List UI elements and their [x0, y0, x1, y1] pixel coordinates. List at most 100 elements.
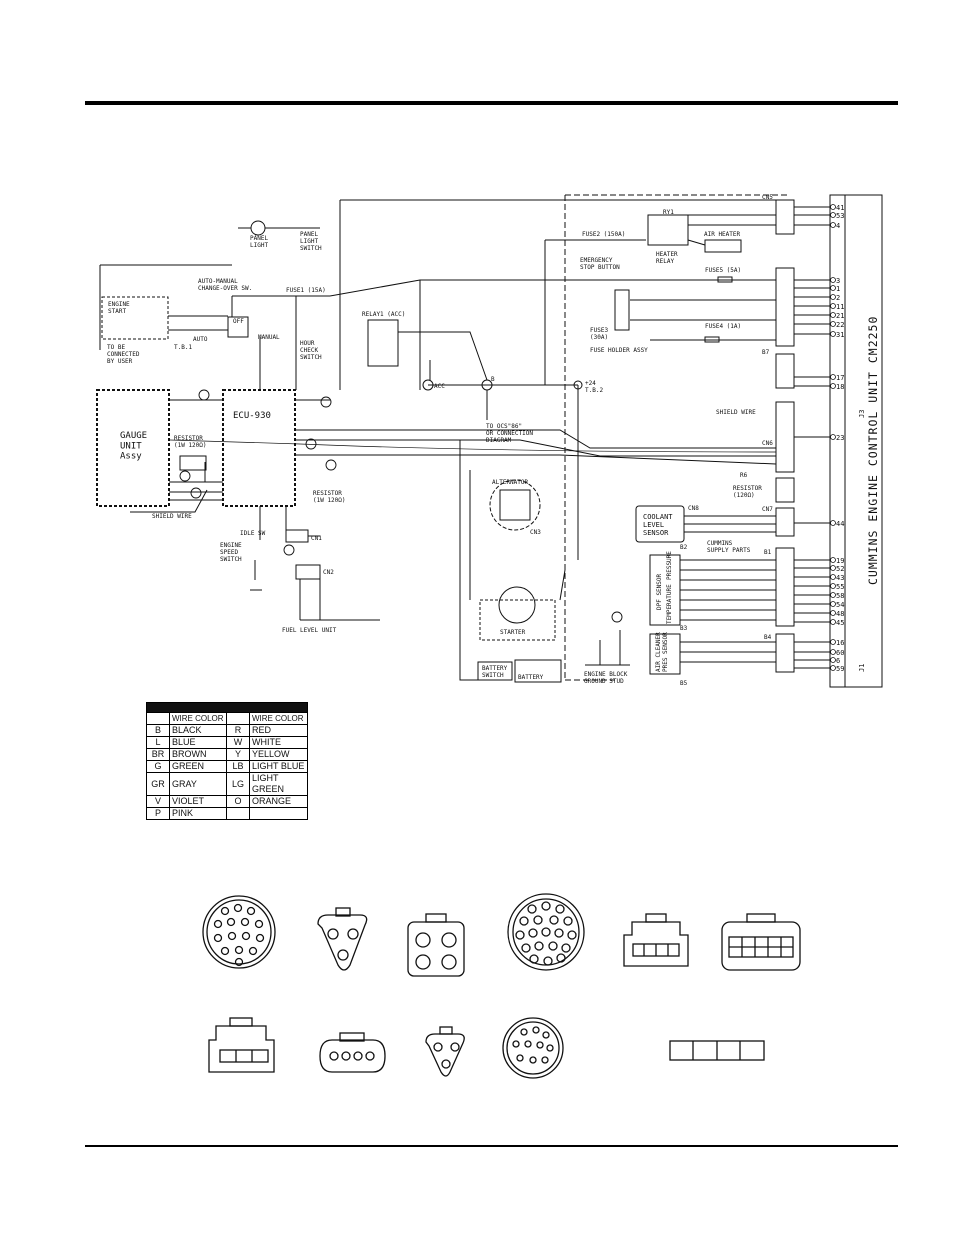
legend-color-name: BLUE — [169, 736, 227, 749]
connector-strip-4 — [669, 1040, 765, 1061]
pin-label: 3 — [836, 277, 840, 285]
fuse-holder-box — [614, 289, 630, 331]
connector-triangle-3 — [317, 907, 368, 971]
legend-color-name: RED — [249, 724, 308, 737]
b7-block — [775, 353, 795, 389]
air-cleaner-box — [649, 633, 681, 675]
top-rule — [85, 101, 898, 105]
battery-box — [514, 659, 562, 683]
label-shield-wire2: SHIELD WIRE — [716, 409, 756, 416]
pin-label: 21 — [836, 312, 844, 320]
legend-code: GR — [146, 772, 170, 796]
label-fuse3: FUSE3(30A) — [590, 327, 608, 341]
label-b5: B5 — [680, 680, 688, 687]
cn2-box — [295, 564, 321, 580]
connector-oval-4 — [319, 1032, 386, 1073]
label-resistor3: RESISTOR(120Ω) — [733, 485, 762, 499]
connector-rect-12 — [721, 913, 801, 971]
label-idle-sw: IDLE SW — [240, 530, 266, 537]
legend-code: LB — [226, 760, 250, 773]
legend-code: R — [226, 724, 250, 737]
label-air-heater: AIR HEATER — [704, 231, 741, 238]
pin-label: 17 — [836, 374, 844, 382]
relay1-box — [367, 319, 399, 367]
pin-label: 11 — [836, 303, 844, 311]
alternator-symbol — [489, 479, 541, 531]
label-relay1: RELAY1 (ACC) — [362, 311, 405, 318]
legend-code: L — [146, 736, 170, 749]
connector-round-10 — [502, 1017, 564, 1079]
label-temperature: TEMPERATURE — [666, 584, 673, 624]
label-alternator: ALTERNATOR — [492, 479, 529, 486]
pin-label: 41 — [836, 204, 844, 212]
legend-code: O — [226, 795, 250, 808]
label-b7: B7 — [762, 349, 770, 356]
ecu-ref-j1: J1 — [858, 664, 866, 672]
pin-label: 2 — [836, 294, 840, 302]
air-heater-box — [704, 239, 742, 253]
r6-block — [775, 477, 795, 503]
label-pressure: PRESSURE — [666, 551, 673, 580]
ecu930-box — [222, 389, 296, 507]
heater-relay-box — [647, 214, 689, 246]
label-resistor1: RESISTOR(1W 120Ω) — [174, 435, 207, 449]
legend-color-name — [249, 807, 308, 820]
legend-color-name: LIGHT GREEN — [249, 772, 308, 796]
label-fuse2: FUSE2 (150A) — [582, 231, 625, 238]
legend-header-left: WIRE COLOR — [169, 712, 227, 725]
label-r6: R6 — [740, 472, 748, 479]
connector-triangle-3-small — [425, 1026, 465, 1077]
label-fuse4: FUSE4 (1A) — [705, 323, 741, 330]
label-cn1: CN1 — [311, 535, 322, 542]
label-b2: B2 — [680, 544, 688, 551]
label-cn3: CN3 — [530, 529, 541, 536]
ecu-title: CUMMINS ENGINE CONTROL UNIT CM2250 — [866, 316, 880, 585]
legend-color-name: BLACK — [169, 724, 227, 737]
legend-code: P — [146, 807, 170, 820]
legend-color-name: VIOLET — [169, 795, 227, 808]
connector-round-21 — [507, 893, 585, 971]
legend-color-name: PINK — [169, 807, 227, 820]
pin-label: 6 — [836, 657, 840, 665]
pin-label: 19 — [836, 557, 844, 565]
legend-color-name: GRAY — [169, 772, 227, 796]
label-fuse-holder: FUSE HOLDER ASSY — [590, 347, 648, 354]
pin-label: 4 — [836, 222, 840, 230]
ecu-ref-j3: J3 — [858, 410, 866, 418]
b4-block — [775, 633, 795, 673]
legend-code: G — [146, 760, 170, 773]
connector-square-4 — [407, 913, 465, 977]
pin-label: 55 — [836, 583, 844, 591]
connector-rect-4 — [623, 913, 689, 967]
legend-color-name: WHITE — [249, 736, 308, 749]
ecu-connector-strip — [829, 194, 883, 688]
legend-code: V — [146, 795, 170, 808]
label-cn7: CN7 — [762, 506, 773, 513]
cn1-box — [285, 529, 309, 543]
label-battery: BATTERY — [518, 674, 544, 681]
pin-label: 54 — [836, 601, 844, 609]
label-cn8: CN8 — [688, 505, 699, 512]
label-fuse1: FUSE1 (15A) — [286, 287, 326, 294]
pin-label: 22 — [836, 321, 844, 329]
dpf-sensor-box — [649, 554, 681, 626]
pin-label: 48 — [836, 610, 844, 618]
legend-code: W — [226, 736, 250, 749]
legend-code: Y — [226, 748, 250, 761]
label-fuel-level: FUEL LEVEL UNIT — [282, 627, 337, 634]
label-cn5: CN5 — [762, 194, 773, 201]
pin-label: 59 — [836, 665, 844, 673]
legend-color-name: BROWN — [169, 748, 227, 761]
legend-blank — [226, 712, 250, 725]
legend-code: B — [146, 724, 170, 737]
